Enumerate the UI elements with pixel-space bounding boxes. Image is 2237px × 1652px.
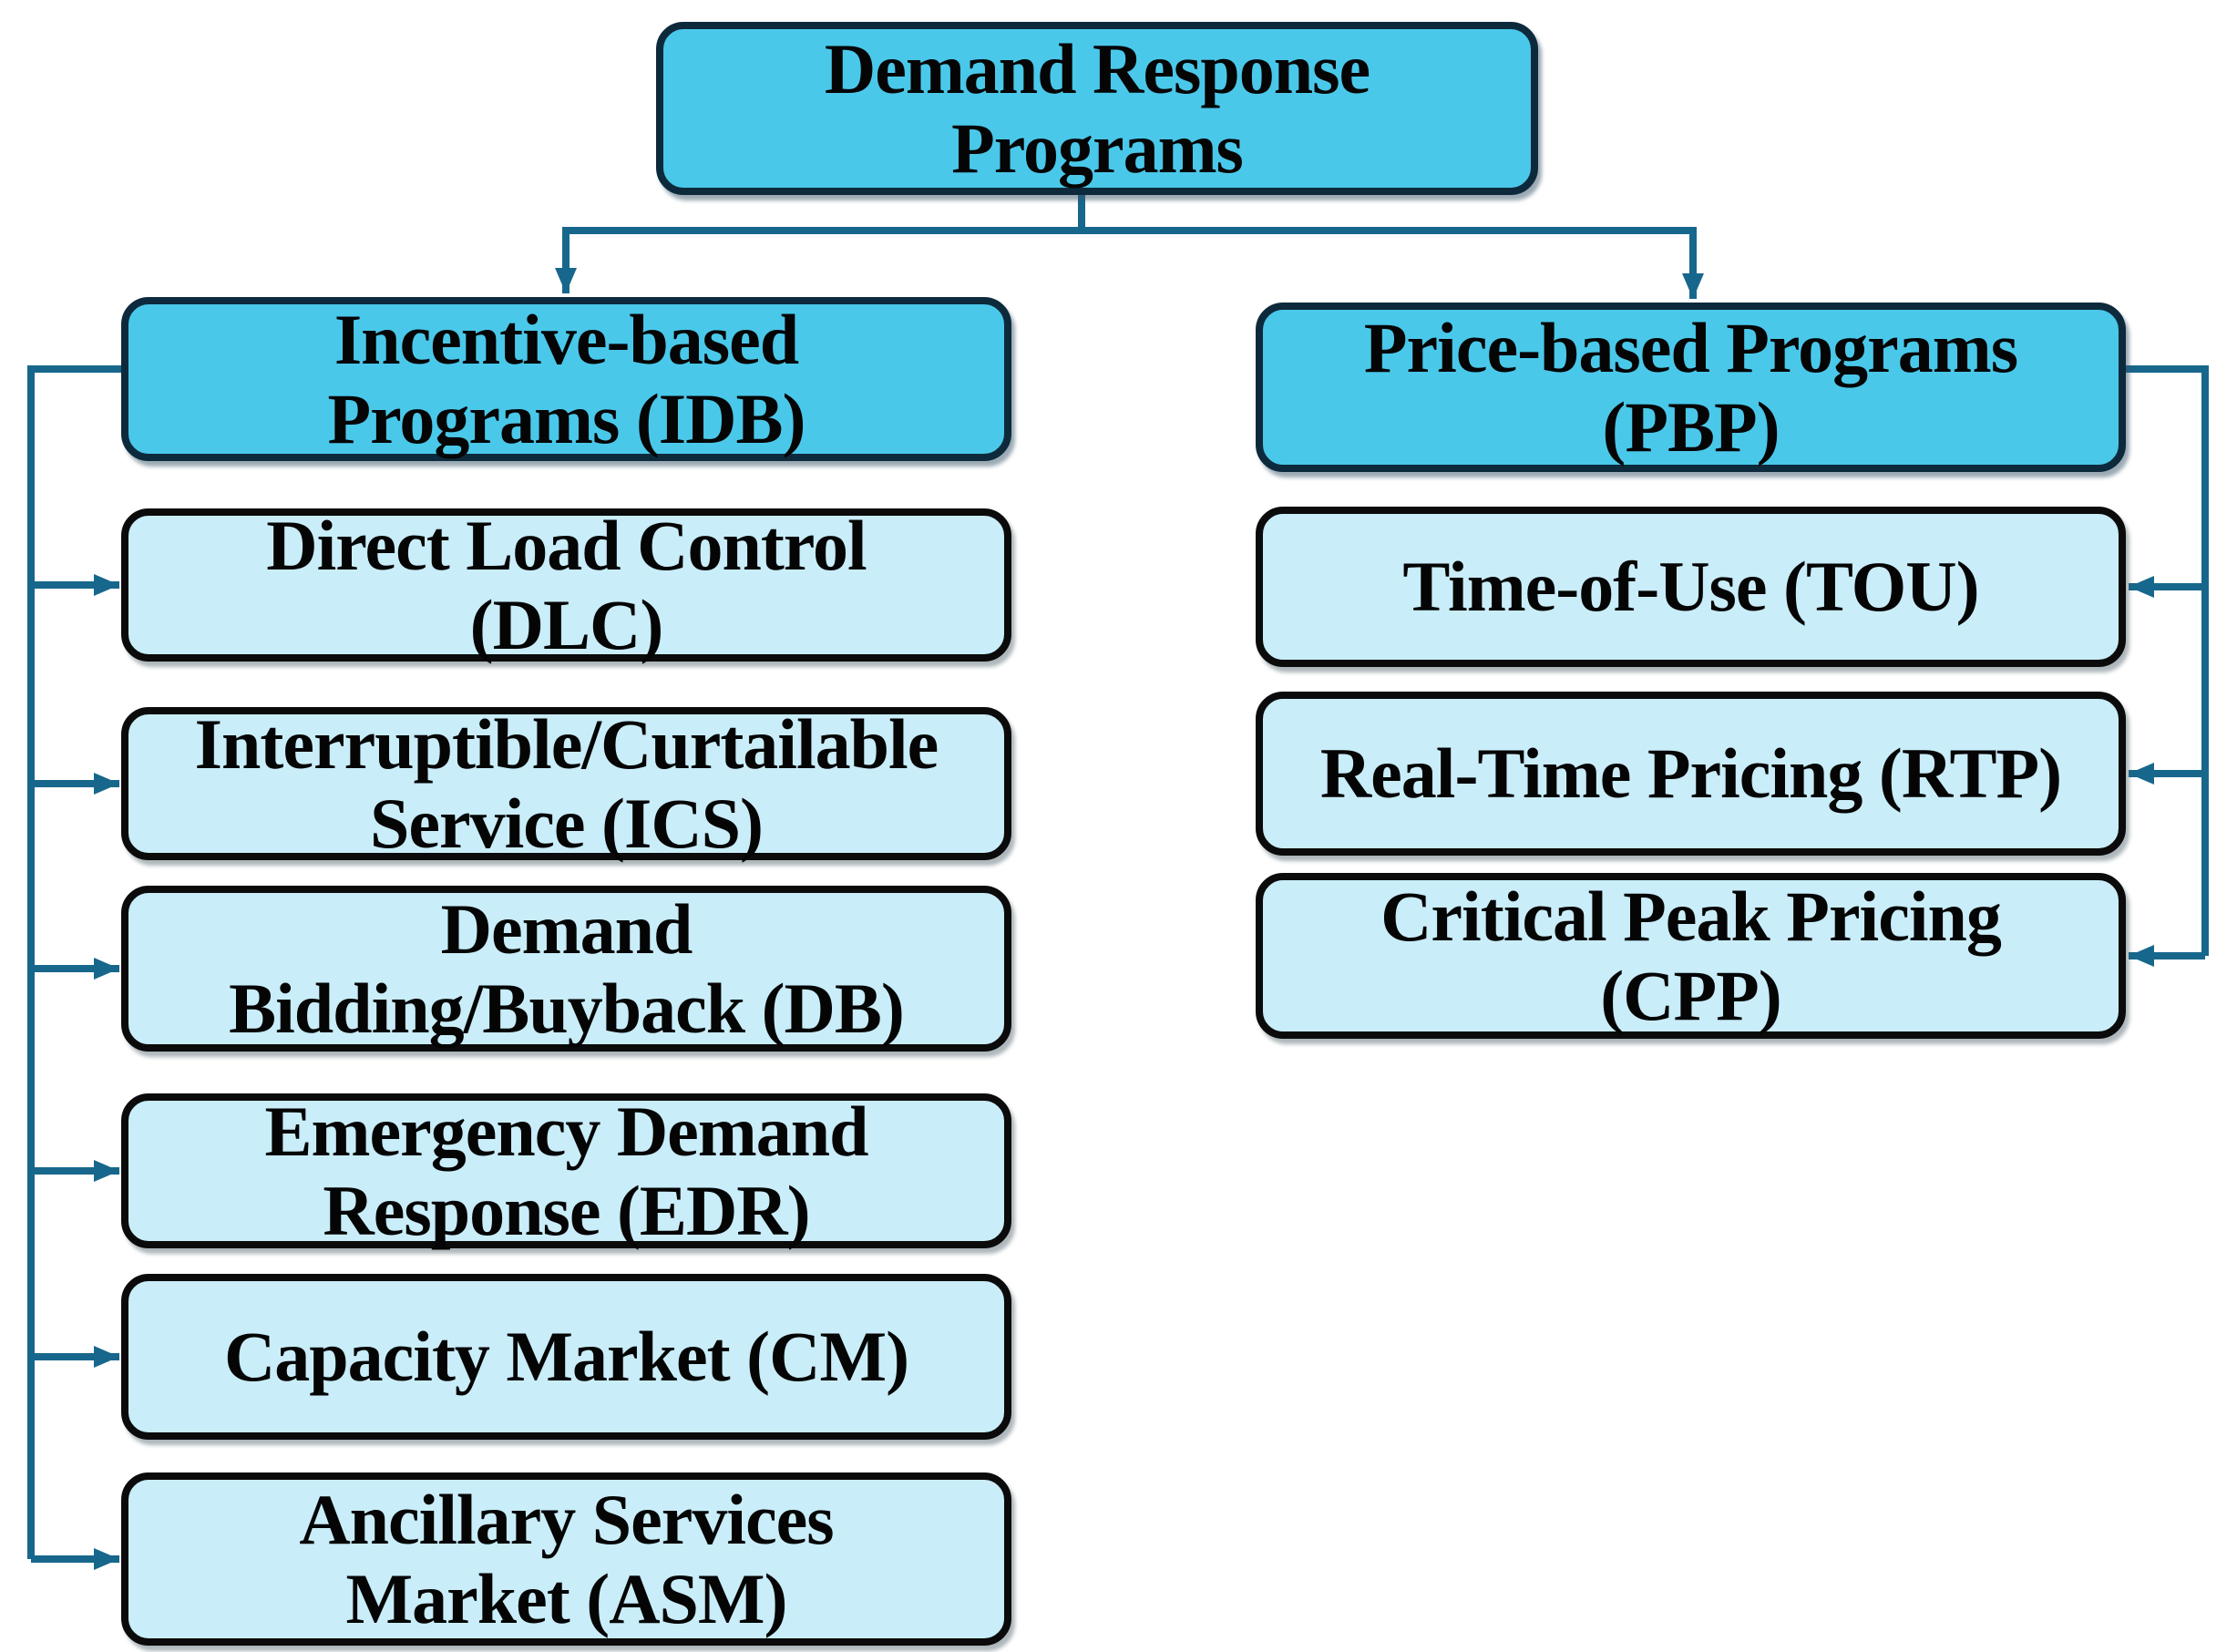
connector-right-trunk: [2126, 365, 2209, 956]
item-label-line1: Ancillary Services: [299, 1479, 834, 1559]
root-box-label-line1: Demand Response: [824, 28, 1370, 108]
item-box-db: Demand Bidding/Buyback (DB): [121, 886, 1011, 1052]
item-label-line2: Response (EDR): [323, 1171, 810, 1250]
item-box-dlc: Direct Load Control (DLC): [121, 505, 1011, 664]
item-label-line2: Bidding/Buyback (DB): [229, 969, 905, 1048]
item-label-line1: Capacity Market (CM): [223, 1317, 909, 1397]
item-label-line1: Direct Load Control: [266, 505, 867, 585]
item-label-line1: Time-of-Use (TOU): [1402, 547, 1979, 627]
item-label-line2: Service (ICS): [369, 784, 764, 863]
header-box-label-line1: Price-based Programs: [1363, 307, 2018, 387]
root-box-demand-response-programs: Demand Response Programs: [656, 22, 1538, 195]
root-box-label-line2: Programs: [951, 108, 1244, 188]
item-label-line1: Demand: [440, 888, 693, 969]
item-box-asm: Ancillary Services Market (ASM): [121, 1472, 1011, 1646]
header-box-label-line1: Incentive-based: [333, 299, 799, 379]
item-box-rtp: Real-Time Pricing (RTP): [1256, 692, 2126, 856]
header-box-incentive-based: Incentive-based Programs (IDB): [121, 297, 1011, 461]
item-label-line2: (DLC): [469, 585, 664, 664]
item-box-ics: Interruptible/Curtailable Service (ICS): [121, 703, 1011, 863]
header-box-price-based: Price-based Programs (PBP): [1256, 303, 2126, 472]
item-label-line2: (CPP): [1600, 956, 1782, 1035]
item-label-line2: Market (ASM): [345, 1559, 788, 1638]
connector-split-right: [1082, 227, 1704, 299]
item-box-cm: Capacity Market (CM): [121, 1274, 1011, 1440]
item-box-tou: Time-of-Use (TOU): [1256, 507, 2126, 667]
connector-left-trunk: [27, 365, 121, 1559]
connector-split-left: [555, 227, 1082, 293]
item-label-line1: Real-Time Pricing (RTP): [1319, 734, 2062, 814]
item-box-edr: Emergency Demand Response (EDR): [121, 1091, 1011, 1250]
header-box-label-line2: Programs (IDB): [327, 379, 806, 458]
item-label-line1: Interruptible/Curtailable: [194, 703, 939, 784]
item-box-cpp: Critical Peak Pricing (CPP): [1256, 873, 2126, 1039]
item-label-line1: Emergency Demand: [264, 1091, 868, 1171]
item-label-line1: Critical Peak Pricing: [1380, 876, 2002, 956]
header-box-label-line2: (PBP): [1602, 387, 1780, 467]
